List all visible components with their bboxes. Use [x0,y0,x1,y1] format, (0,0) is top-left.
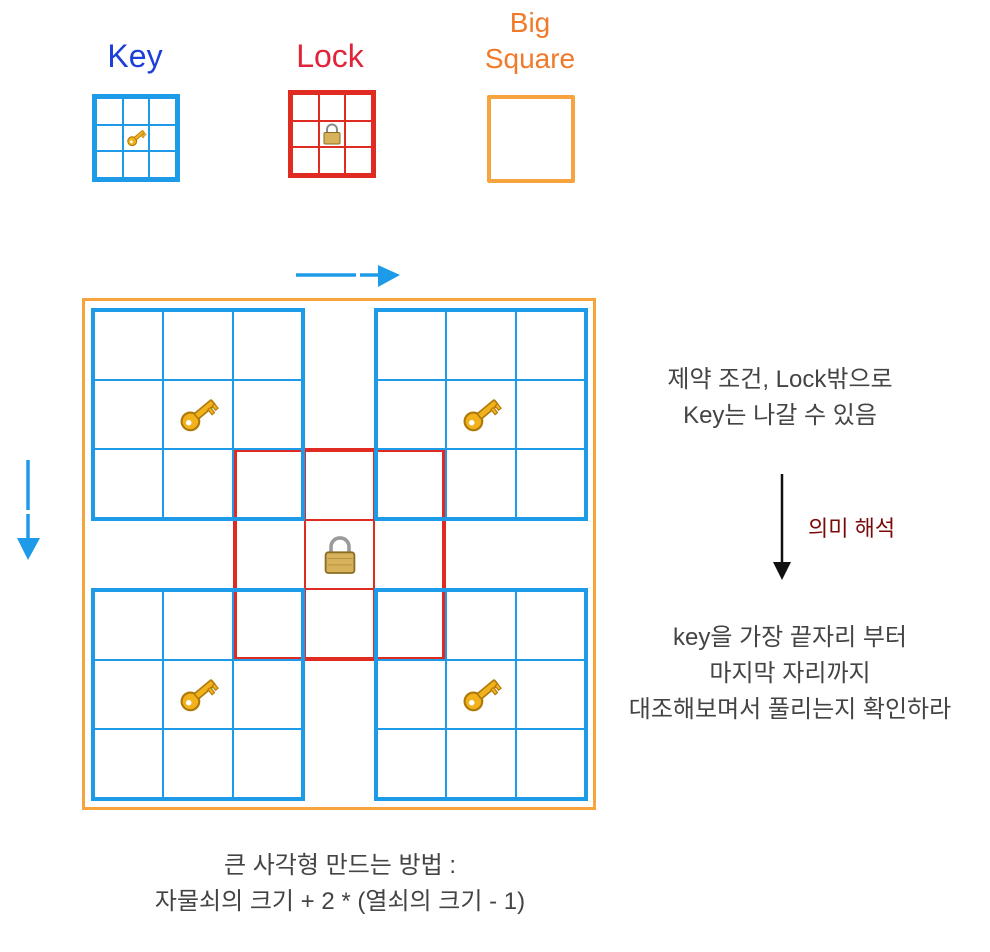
lock-legend-cell [318,120,346,148]
down-arrow-icon [17,460,40,560]
key-cell [94,591,164,660]
big-square-label-line1: Big [509,7,551,38]
formula-note: 큰 사각형 만드는 방법 : 자물쇠의 크기 + 2 * (열쇠의 크기 - 1… [60,848,620,920]
lock-cell [236,520,305,589]
key-legend-cell [122,151,150,178]
key-cell [163,311,233,380]
key-legend-cell [96,151,123,178]
big-square-legend-label: Big Square [460,5,600,77]
key-center-cell [163,660,233,729]
key-cell [232,380,302,449]
key-cell [232,449,302,518]
key-cell [446,311,516,380]
constraint-line1: 제약 조건, Lock밖으로 [667,366,893,393]
key-cell [163,449,233,518]
down-arrow-black-icon [773,474,791,580]
key-cell [377,311,447,380]
key-cell [94,729,164,798]
padlock-icon [322,534,358,576]
key-icon [176,393,220,437]
key-cell [163,729,233,798]
key-cell [446,591,516,660]
lock-legend-grid [288,90,376,178]
key-cell [515,729,585,798]
key-legend-cell [149,151,176,178]
key-grid-top-left [91,308,305,521]
key-icon [125,127,147,149]
key-cell [232,729,302,798]
key-cell [515,591,585,660]
interpretation-line2: 마지막 자리까지 [709,660,871,687]
interpretation-note: key을 가장 끝자리 부터 마지막 자리까지 대조해보며서 풀리는지 확인하라 [615,620,965,728]
key-legend-cell [149,124,176,152]
lock-legend-cell [345,147,372,174]
key-cell [446,449,516,518]
big-square-legend [487,95,575,183]
lock-center-cell [305,520,374,589]
key-cell [377,660,447,729]
formula-line2: 자물쇠의 크기 + 2 * (열쇠의 크기 - 1) [154,888,526,915]
key-legend-cell [149,98,176,125]
lock-legend-label: Lock [296,38,364,74]
key-cell [232,591,302,660]
key-cell [377,729,447,798]
key-cell [377,380,447,449]
key-cell [163,591,233,660]
meaning-label: 의미 해석 [808,516,896,541]
lock-legend-cell [292,120,319,148]
key-icon [459,673,503,717]
key-cell [232,311,302,380]
key-cell [377,591,447,660]
key-legend-cell [96,124,123,152]
key-icon [176,673,220,717]
lock-cell [305,589,374,658]
lock-cell [374,520,443,589]
key-cell [94,380,164,449]
constraint-note: 제약 조건, Lock밖으로 Key는 나갈 수 있음 [620,362,940,434]
key-center-cell [446,660,516,729]
key-legend-grid [92,94,180,182]
lock-legend-cell [318,147,346,174]
key-cell [232,660,302,729]
interpretation-line1: key을 가장 끝자리 부터 [673,624,907,651]
interpretation-line3: 대조해보며서 풀리는지 확인하라 [628,696,952,723]
padlock-icon [322,123,342,145]
key-legend-cell [96,98,123,125]
key-cell [377,449,447,518]
key-cell [515,449,585,518]
constraint-line2: Key는 나갈 수 있음 [683,402,877,429]
big-square [82,298,596,810]
key-grid-top-right [374,308,588,521]
key-grid-bottom-left [91,588,305,801]
key-icon [459,393,503,437]
key-cell [515,311,585,380]
key-cell [94,311,164,380]
lock-legend-cell [318,94,346,121]
key-cell [94,449,164,518]
key-legend-cell [122,124,150,152]
key-legend-label: Key [107,38,163,74]
key-grid-bottom-right [374,588,588,801]
key-cell [94,660,164,729]
lock-legend-cell [292,147,319,174]
key-cell [515,380,585,449]
lock-legend-cell [345,120,372,148]
lock-legend-cell [292,94,319,121]
key-center-cell [163,380,233,449]
key-cell [515,660,585,729]
key-center-cell [446,380,516,449]
lock-legend-cell [345,94,372,121]
lock-cell [305,451,374,520]
formula-line1: 큰 사각형 만드는 방법 : [223,852,457,879]
key-cell [446,729,516,798]
big-square-label-line2: Square [484,43,576,74]
right-arrow-icon [296,265,400,287]
key-legend-cell [122,98,150,125]
